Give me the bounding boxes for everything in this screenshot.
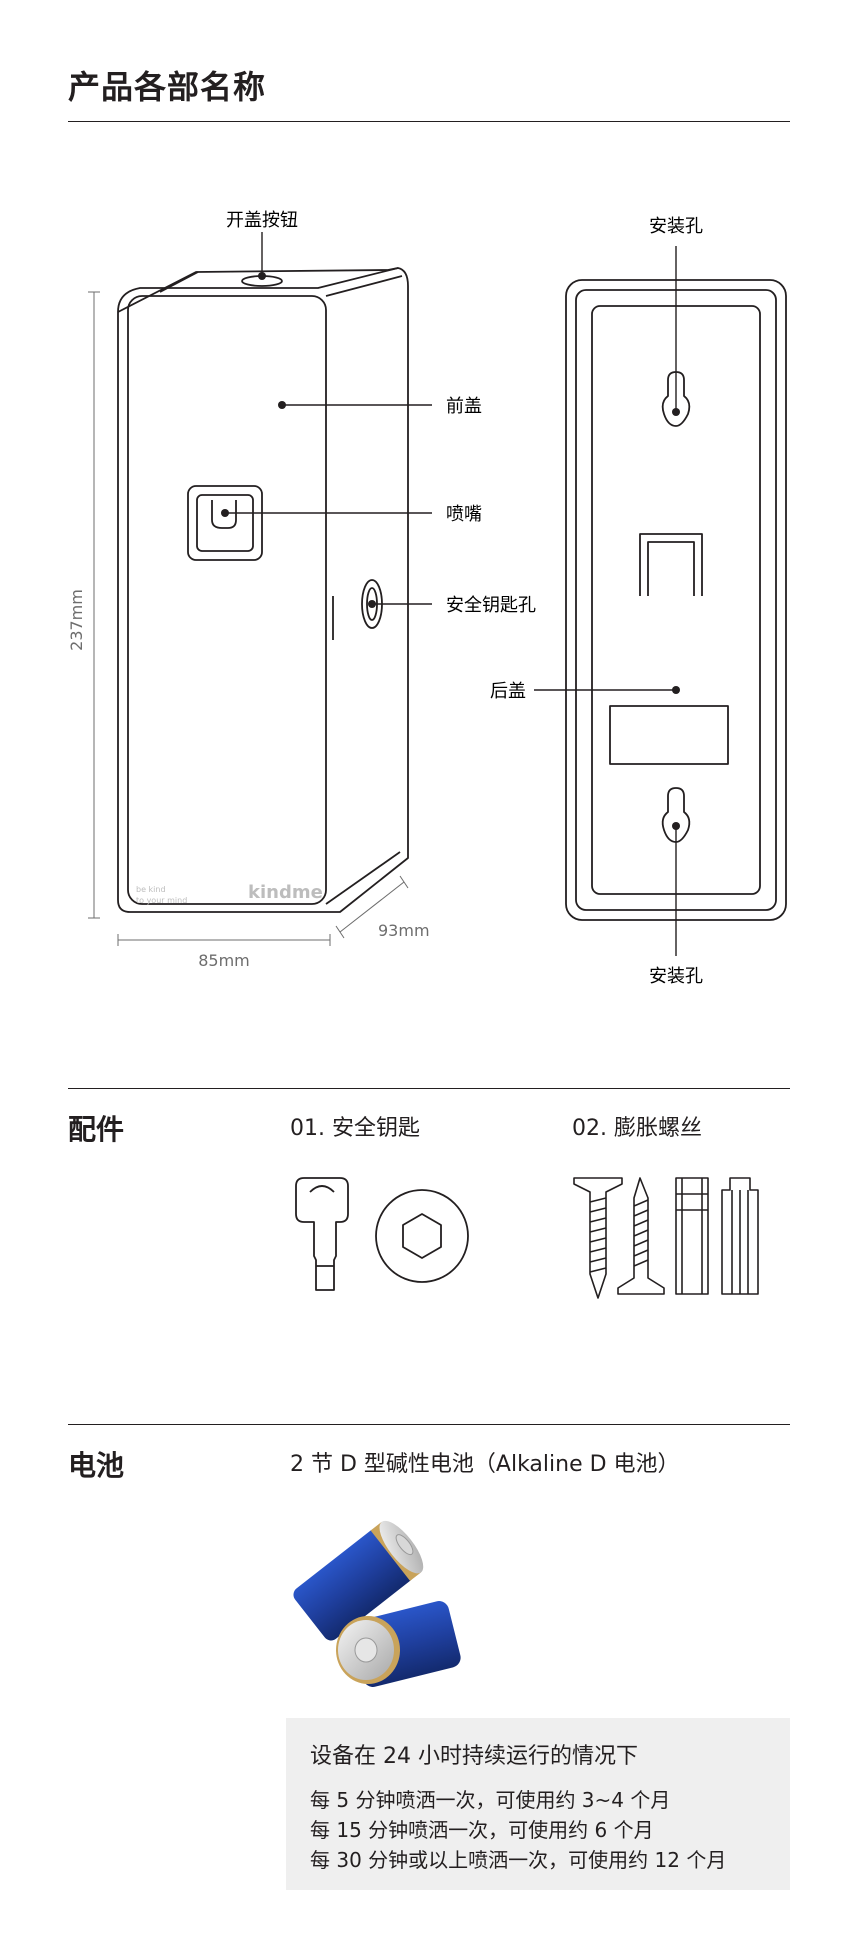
label-mount-hole-top: 安装孔 <box>649 216 703 237</box>
battery-usage-line: 每 15 分钟喷洒一次，可使用约 6 个月 <box>310 1818 654 1842</box>
page-title: 产品各部名称 <box>68 68 267 106</box>
wall-anchor-icon-2 <box>721 1177 759 1295</box>
screw-icon-2 <box>617 1177 665 1295</box>
battery-usage-title: 设备在 24 小时持续运行的情况下 <box>310 1744 638 1769</box>
battery-divider <box>68 1424 790 1425</box>
safety-key-illustration <box>295 1177 469 1291</box>
dim-depth: 93mm <box>378 921 430 940</box>
parts-diagram: kindme be kind to your mind 237mm 85mm 9… <box>67 210 787 987</box>
label-front-cover: 前盖 <box>446 396 482 417</box>
expansion-screws-illustration <box>573 1177 759 1299</box>
key-icon <box>295 1177 349 1291</box>
label-open-button: 开盖按钮 <box>226 210 298 231</box>
nozzle-housing <box>187 485 263 561</box>
accessories-divider <box>68 1088 790 1089</box>
brand-slogan-1: be kind <box>136 885 166 894</box>
accessories-heading: 配件 <box>68 1113 125 1146</box>
brand-slogan-2: to your mind <box>136 896 187 905</box>
front-cover-panel <box>127 295 327 905</box>
battery-usage-line: 每 5 分钟喷洒一次，可使用约 3~4 个月 <box>310 1788 671 1812</box>
dim-width: 85mm <box>198 951 250 970</box>
label-nozzle: 喷嘴 <box>446 504 482 525</box>
front-device-outline <box>117 267 409 913</box>
label-key-hole: 安全钥匙孔 <box>446 595 536 616</box>
dim-height: 237mm <box>67 589 86 651</box>
batteries-illustration <box>293 1520 461 1687</box>
mount-hole-bottom-shape <box>661 787 691 843</box>
battery-icon <box>293 1520 424 1641</box>
battery-description: 2 节 D 型碱性电池（Alkaline D 电池） <box>290 1452 680 1477</box>
brand-logo: kindme <box>248 882 323 903</box>
battery-heading: 电池 <box>68 1449 125 1482</box>
screw-icon <box>573 1177 623 1299</box>
hex-socket-icon <box>375 1189 469 1283</box>
battery-usage-line: 每 30 分钟或以上喷洒一次，可使用约 12 个月 <box>310 1848 727 1872</box>
label-rear-cover: 后盖 <box>490 681 526 702</box>
title-divider <box>68 121 790 122</box>
battery-usage-panel: 设备在 24 小时持续运行的情况下 每 5 分钟喷洒一次，可使用约 3~4 个月… <box>286 1718 790 1890</box>
wall-anchor-icon <box>675 1177 709 1295</box>
label-mount-hole-bottom: 安装孔 <box>649 966 703 987</box>
accessory-item-key: 01. 安全钥匙 <box>290 1116 420 1141</box>
battery-icon-2 <box>336 1601 461 1687</box>
accessory-item-screws: 02. 膨胀螺丝 <box>572 1116 702 1141</box>
